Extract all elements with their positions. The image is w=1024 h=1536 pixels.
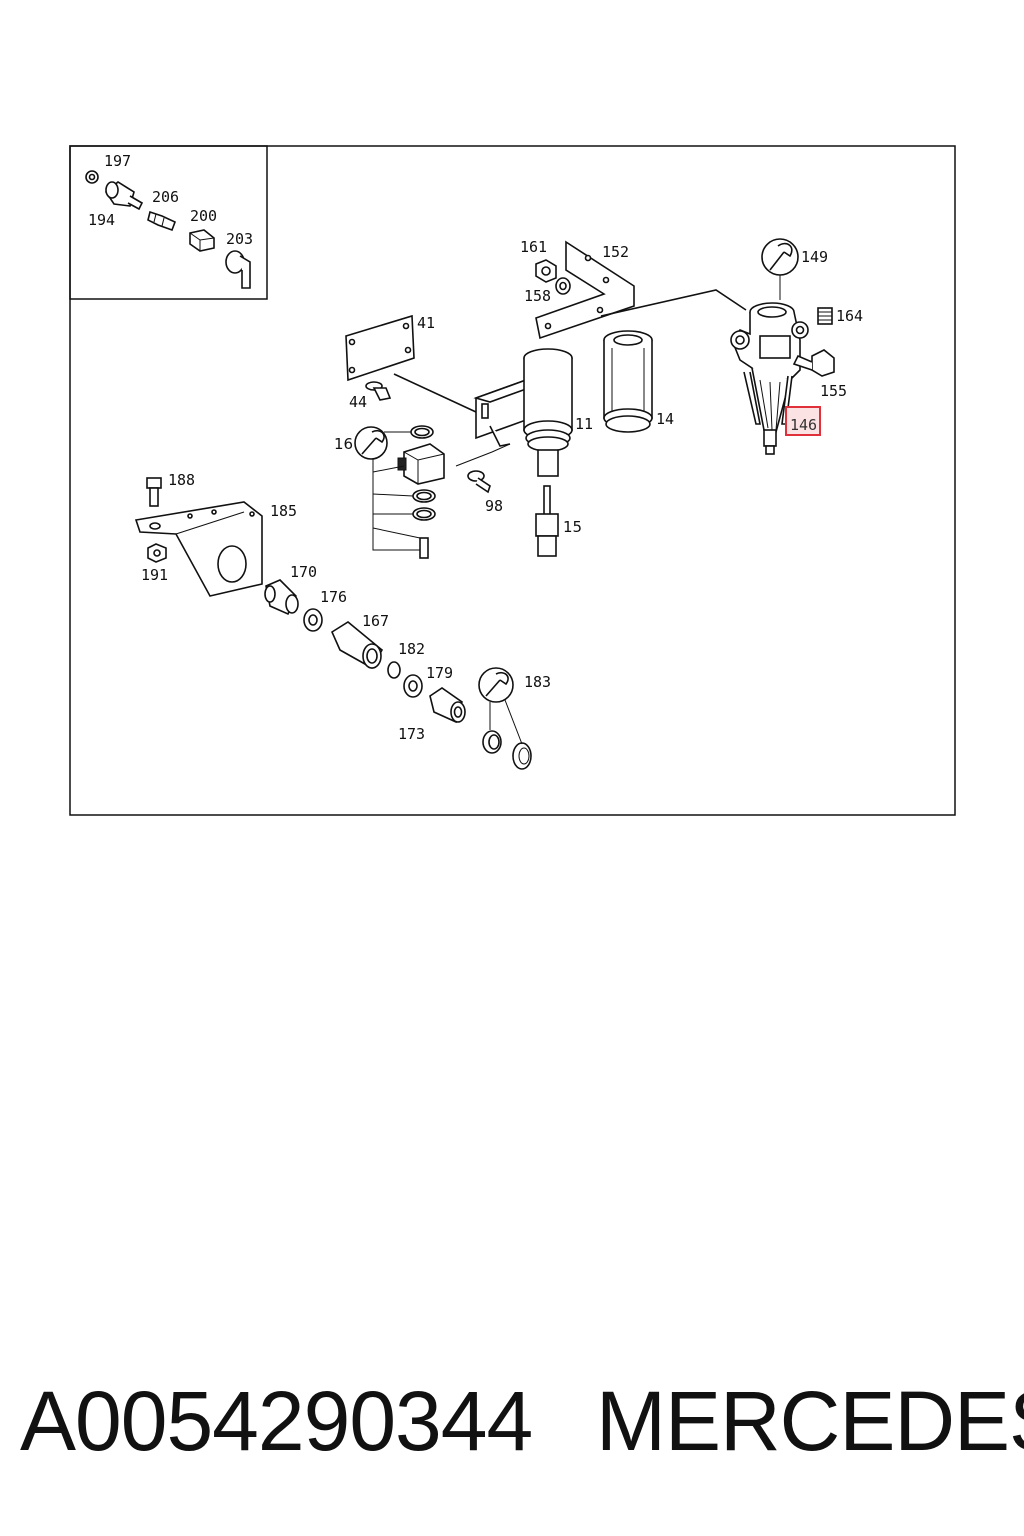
part-16-oring-top[interactable] xyxy=(410,425,434,439)
label-98: 98 xyxy=(485,497,503,515)
leader-line xyxy=(600,289,747,317)
bracket-line xyxy=(504,699,523,745)
part-158-washer[interactable] xyxy=(555,277,571,295)
highlight-box-146 xyxy=(785,406,821,436)
label-167: 167 xyxy=(362,612,389,630)
inset-frame xyxy=(69,145,268,300)
part-16-oring-mid[interactable] xyxy=(412,489,436,503)
label-188: 188 xyxy=(168,471,195,489)
label-158: 158 xyxy=(524,287,551,305)
leader-line xyxy=(393,373,477,413)
part-44-screw[interactable] xyxy=(365,381,392,401)
bracket-line xyxy=(372,493,414,497)
part-188-bolt[interactable] xyxy=(146,477,162,507)
part-170-fitting[interactable] xyxy=(264,579,299,616)
caption: A0054290344 MERCEDES xyxy=(0,1366,1024,1476)
bracket-line xyxy=(372,459,420,551)
part-number: A0054290344 xyxy=(20,1374,533,1468)
label-176: 176 xyxy=(320,588,347,606)
label-15: 15 xyxy=(563,518,582,536)
label-149: 149 xyxy=(801,248,828,266)
part-41-bracket[interactable] xyxy=(345,314,415,382)
label-16: 16 xyxy=(334,435,353,453)
label-170: 170 xyxy=(290,563,317,581)
part-197-washer[interactable] xyxy=(85,170,99,184)
label-152: 152 xyxy=(602,243,629,261)
label-11: 11 xyxy=(575,415,593,433)
part-146-valve[interactable] xyxy=(730,302,809,455)
diagram-frame xyxy=(69,145,956,816)
label-41: 41 xyxy=(417,314,435,332)
part-155-bolt[interactable] xyxy=(792,349,835,377)
part-149-wrench-symbol xyxy=(761,238,799,276)
label-155: 155 xyxy=(820,382,847,400)
leader-line xyxy=(455,443,511,467)
label-173: 173 xyxy=(398,725,425,743)
label-206: 206 xyxy=(152,188,179,206)
part-200-block[interactable] xyxy=(189,229,215,252)
part-191-nut[interactable] xyxy=(147,543,167,563)
part-14-filter-element[interactable] xyxy=(603,330,653,433)
part-15-shaft[interactable] xyxy=(535,485,559,557)
label-197: 197 xyxy=(104,152,131,170)
part-167-union[interactable] xyxy=(330,621,384,670)
part-16-oring-low[interactable] xyxy=(412,507,436,521)
part-179-washer[interactable] xyxy=(403,674,423,698)
label-164: 164 xyxy=(836,307,863,325)
bracket-line xyxy=(372,465,405,473)
label-203: 203 xyxy=(226,230,253,248)
bracket-line xyxy=(372,527,421,539)
part-183-clip[interactable] xyxy=(512,742,532,770)
part-164-plug[interactable] xyxy=(817,307,833,325)
part-182-seal[interactable] xyxy=(387,661,401,679)
label-44: 44 xyxy=(349,393,367,411)
label-179: 179 xyxy=(426,664,453,682)
label-183: 183 xyxy=(524,673,551,691)
label-194: 194 xyxy=(88,211,115,229)
part-185-bracket[interactable] xyxy=(134,501,263,597)
part-16-valve-block[interactable] xyxy=(397,443,445,485)
part-183-wrench-symbol xyxy=(478,667,514,703)
part-11-filter[interactable] xyxy=(523,348,573,477)
part-194-sensor[interactable] xyxy=(104,181,144,211)
label-182: 182 xyxy=(398,640,425,658)
part-161-nut[interactable] xyxy=(535,259,557,283)
part-183-grommet[interactable] xyxy=(482,730,502,754)
part-173-fitting[interactable] xyxy=(429,687,466,724)
part-176-washer[interactable] xyxy=(303,608,323,632)
label-146: 146 xyxy=(790,416,817,434)
part-16-pin[interactable] xyxy=(419,537,429,559)
label-14: 14 xyxy=(656,410,674,428)
part-98-screw[interactable] xyxy=(467,470,491,494)
label-191: 191 xyxy=(141,566,168,584)
label-161: 161 xyxy=(520,238,547,256)
part-203-elbow[interactable] xyxy=(225,250,251,289)
label-185: 185 xyxy=(270,502,297,520)
part-16-wrench-symbol xyxy=(354,426,388,460)
part-206-connector[interactable] xyxy=(147,210,177,232)
brand-name: MERCEDES xyxy=(596,1374,1024,1468)
label-200: 200 xyxy=(190,207,217,225)
